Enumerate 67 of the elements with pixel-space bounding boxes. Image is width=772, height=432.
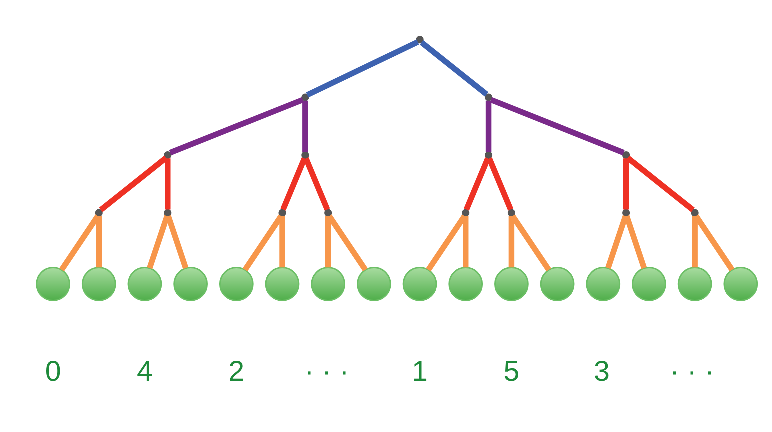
connector [280, 157, 308, 211]
node-label: 0 [45, 356, 62, 388]
node-point [484, 94, 493, 102]
node-point [302, 152, 310, 160]
connector [624, 215, 648, 270]
connector [626, 156, 695, 212]
connector [694, 214, 735, 272]
node-circle [448, 267, 484, 302]
node-point [278, 209, 286, 217]
connector [508, 216, 515, 268]
connector [327, 214, 368, 272]
node-circle [540, 267, 575, 302]
connector [304, 158, 330, 211]
node-label: · · · [304, 356, 350, 388]
node-point [95, 209, 103, 217]
connector [420, 40, 489, 97]
node-label: 2 [228, 356, 245, 388]
connector [606, 215, 628, 270]
connector [59, 214, 100, 272]
connector [486, 157, 514, 211]
node-point [622, 209, 630, 217]
node-circle [678, 267, 712, 302]
connector [486, 100, 492, 152]
node-label: 3 [594, 356, 610, 388]
connector [165, 158, 171, 210]
connector [280, 216, 286, 268]
connector [306, 40, 420, 98]
node-circle [402, 267, 438, 302]
node-point [416, 36, 424, 44]
node-point [462, 209, 470, 217]
connector [692, 216, 698, 268]
node-circle [586, 267, 621, 302]
connector [169, 97, 304, 156]
node-point [164, 152, 172, 160]
connector [302, 100, 308, 152]
connector [623, 158, 630, 210]
node-circle [219, 267, 254, 302]
node-circle [265, 267, 300, 302]
connector [490, 97, 625, 156]
node-point [164, 209, 172, 217]
node-circle [632, 267, 666, 302]
node-point [324, 209, 332, 217]
node-label: 4 [137, 356, 153, 388]
node-point [508, 209, 516, 217]
node-circle [174, 267, 208, 302]
connector [147, 215, 170, 270]
connector [325, 216, 332, 268]
node-point [622, 152, 630, 160]
connector [510, 214, 552, 272]
node-circle [494, 267, 529, 302]
node-label: · · · [670, 356, 714, 388]
node-circle [724, 267, 758, 302]
node-circle [356, 267, 392, 302]
connector [99, 156, 168, 212]
connector [464, 158, 491, 211]
node-point [302, 94, 310, 102]
connector [166, 215, 189, 270]
node-circle [36, 267, 70, 302]
connector [96, 216, 102, 268]
node-circle [311, 267, 346, 302]
node-label: 5 [504, 356, 520, 388]
node-label: 1 [412, 356, 428, 388]
node-circle [82, 267, 116, 302]
node-point [691, 209, 699, 217]
connector [463, 216, 469, 268]
node-point [484, 152, 493, 160]
node-circle [128, 267, 162, 302]
